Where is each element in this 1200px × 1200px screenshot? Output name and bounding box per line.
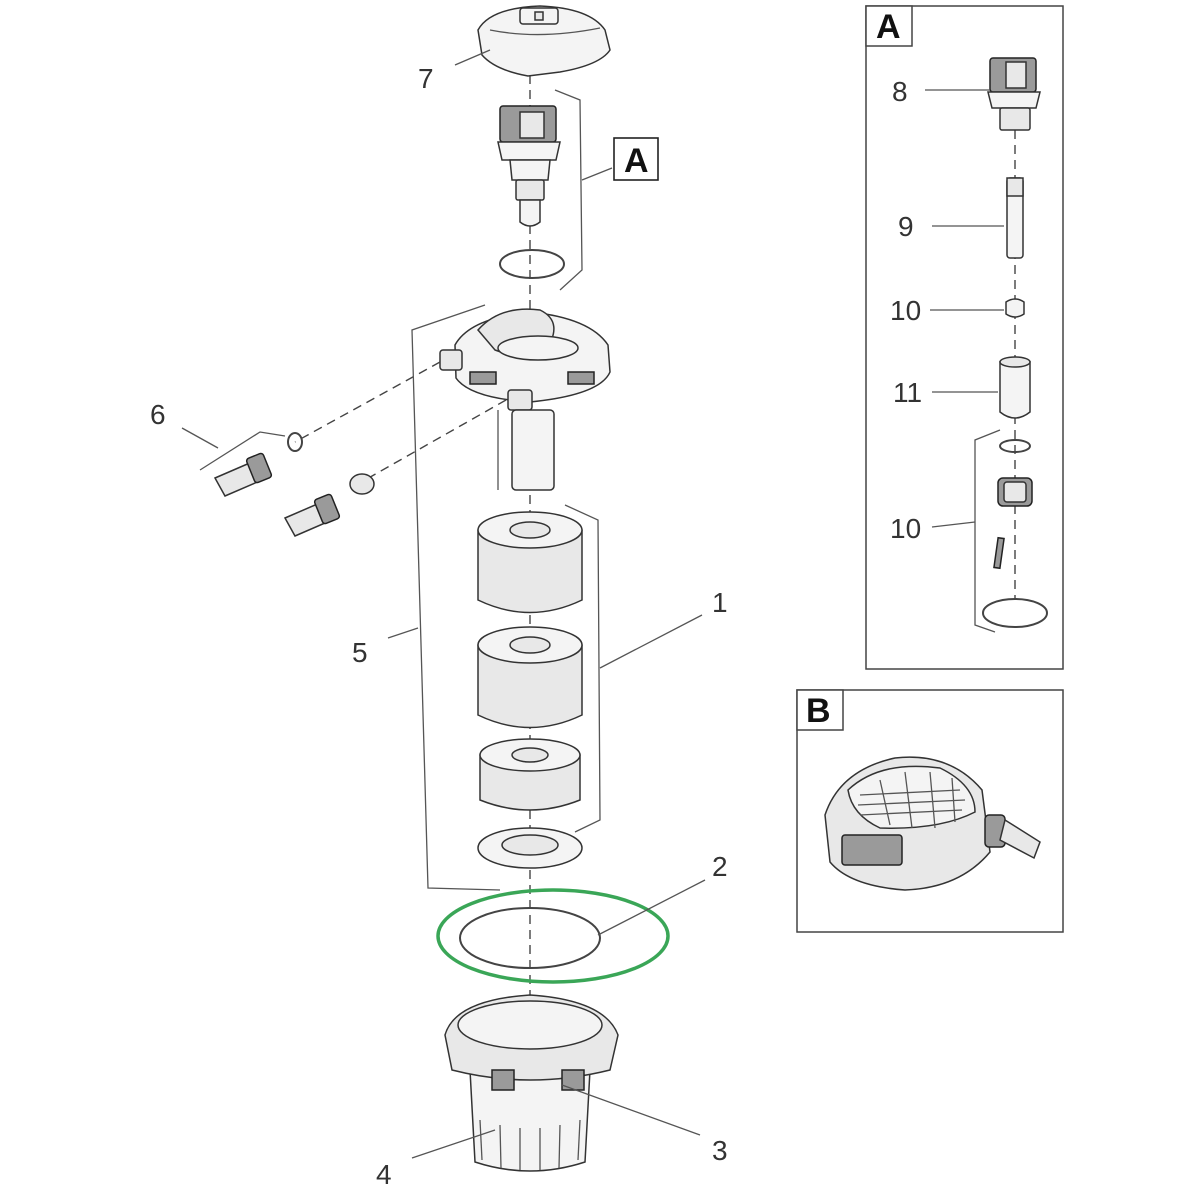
part-10-union-nut: [993, 477, 1033, 570]
marker-a-box: [613, 137, 659, 181]
bracket-10b: [974, 429, 1001, 633]
o-ring-a: [499, 249, 565, 279]
part-8-uv-head: [987, 57, 1041, 131]
marker-a-label: A: [624, 142, 649, 180]
part-2-seal-ring: [459, 907, 601, 969]
part-2-seal-ring-highlight: [436, 888, 670, 984]
callout-6: 6: [150, 399, 166, 430]
part-9-uv-lamp: [1006, 177, 1024, 259]
part-10-clip: [1005, 298, 1025, 318]
guide-6a: [294, 361, 441, 443]
part-4-housing: [469, 1069, 591, 1172]
sponge-3: [479, 738, 581, 811]
sponge-1: [477, 511, 583, 614]
bracket-5: [411, 304, 501, 891]
filter-lid: [439, 308, 611, 491]
inset-a-large-o-ring: [982, 598, 1048, 628]
bracket-1: [564, 504, 601, 833]
leader-10b: [931, 521, 976, 528]
callout-7: 7: [418, 63, 434, 94]
part-3-clamp-ring: [444, 994, 619, 1091]
leader-a: [581, 167, 613, 181]
callout-4: 4: [376, 1159, 392, 1190]
inset-b-title-box: [796, 689, 844, 731]
leader-7: [454, 49, 491, 66]
bracket-a: [554, 89, 583, 291]
leader-4: [411, 1129, 496, 1159]
inset-b-title: B: [806, 692, 831, 730]
leader-3: [561, 1084, 701, 1136]
inset-a-title-box: [865, 5, 913, 47]
callout-9: 9: [898, 211, 914, 242]
callout-10a: 10: [890, 295, 921, 326]
callout-5: 5: [352, 637, 368, 668]
part-1-filter-sponges: [477, 511, 583, 811]
inset-b-pump: [824, 756, 1041, 891]
callout-10b: 10: [890, 513, 921, 544]
callout-1: 1: [712, 587, 728, 618]
leader-2: [597, 879, 706, 936]
part-6-hose-tails: [213, 432, 375, 537]
callout-3: 3: [712, 1135, 728, 1166]
callout-11: 11: [893, 377, 922, 408]
callout-8: 8: [892, 76, 908, 107]
part-11-quartz-tube: [999, 356, 1031, 419]
uv-unit-assembly: [497, 105, 561, 227]
part-7-top-cover: [477, 5, 611, 77]
guide-6b: [364, 399, 507, 481]
inset-a-small-o-ring: [999, 439, 1031, 453]
callout-2: 2: [712, 851, 728, 882]
leader-5: [387, 627, 419, 639]
sponge-2: [477, 626, 583, 729]
leader-1: [599, 614, 703, 669]
inset-a-title: A: [876, 8, 901, 46]
bracket-6: [199, 431, 286, 471]
sponge-base-plate: [477, 827, 583, 869]
leader-6: [181, 427, 219, 449]
